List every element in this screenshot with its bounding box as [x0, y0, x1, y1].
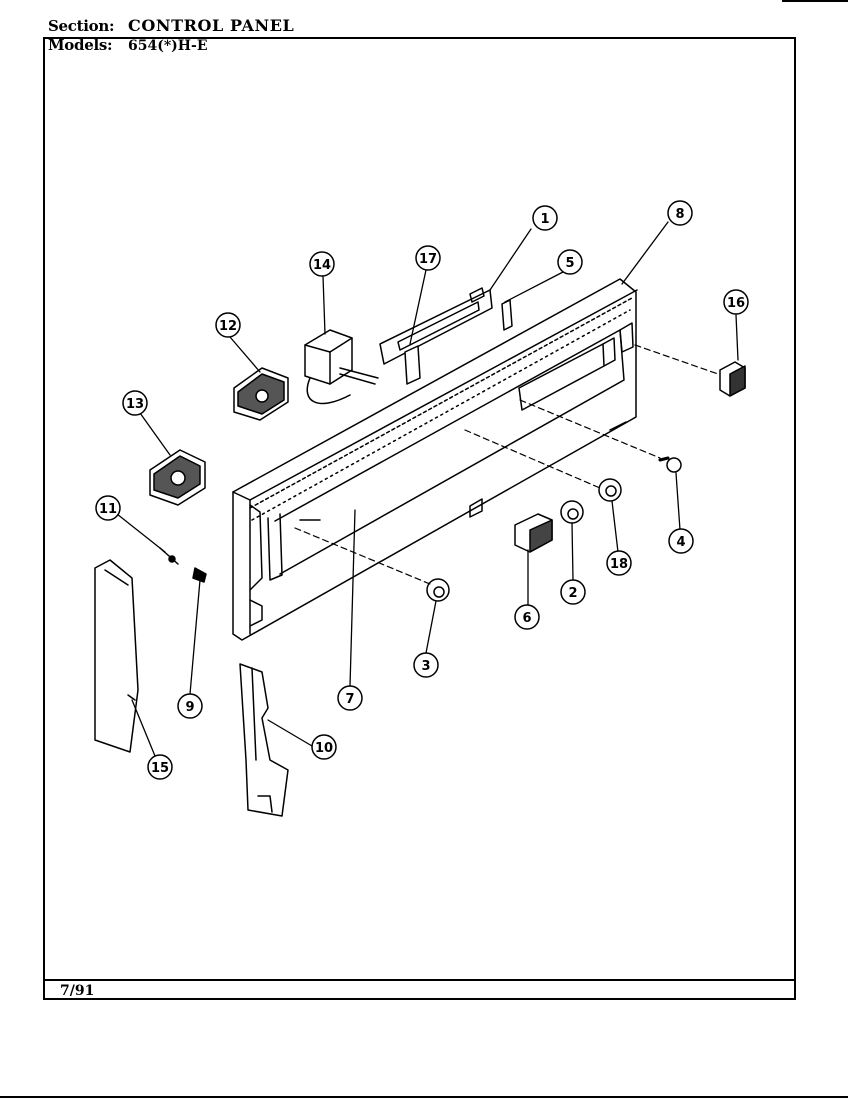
callout-5: 5: [557, 249, 583, 275]
callout-label: 10: [315, 741, 333, 756]
knob-part-2: [560, 500, 584, 524]
bottom-edge-rule: [0, 1096, 848, 1098]
callout-7: 7: [337, 685, 363, 711]
control-panel-body: [232, 278, 638, 641]
callout-label: 5: [565, 256, 574, 271]
callout-2: 2: [560, 579, 586, 605]
callout-3: 3: [413, 652, 439, 678]
callout-label: 11: [99, 502, 117, 517]
callout-label: 8: [675, 207, 684, 222]
knob-part-3: [426, 578, 450, 602]
models-value: 654(*)H-E: [128, 38, 208, 54]
section-title: CONTROL PANEL: [128, 16, 295, 35]
bracket-part-17: [379, 287, 493, 385]
knob-part-18: [598, 478, 622, 502]
top-edge-rule: [782, 0, 848, 2]
callout-label: 17: [419, 252, 437, 267]
callout-label: 1: [540, 212, 549, 227]
callout-16: 16: [723, 289, 749, 315]
callout-14: 14: [309, 251, 335, 277]
bracket-part-10: [239, 663, 289, 817]
diagram-frame: [43, 37, 796, 1000]
callout-label: 12: [219, 319, 237, 334]
callout-label: 15: [151, 761, 169, 776]
section-label: Section:: [48, 17, 115, 35]
clip-part-5: [501, 299, 513, 331]
callout-label: 18: [610, 557, 628, 572]
switch-assembly-part-14: [304, 329, 379, 405]
callout-12: 12: [215, 312, 241, 338]
leader-lines: [116, 221, 739, 757]
part-9: [192, 567, 207, 583]
callout-label: 3: [421, 659, 430, 674]
timer-part-12: [233, 367, 289, 421]
revision-date: 7/91: [60, 983, 95, 999]
callout-4: 4: [668, 528, 694, 554]
alignment-lines: [294, 344, 719, 585]
callout-label: 14: [313, 258, 331, 273]
callout-17: 17: [415, 245, 441, 271]
callout-label: 9: [185, 700, 194, 715]
indicator-part-16: [719, 361, 746, 397]
callout-label: 16: [727, 296, 745, 311]
callout-label: 7: [345, 692, 354, 707]
side-trim-part-15: [94, 559, 139, 753]
callout-1: 1: [532, 205, 558, 231]
models-label: Models:: [48, 36, 113, 54]
callout-18: 18: [606, 550, 632, 576]
callout-10: 10: [311, 734, 337, 760]
callout-13: 13: [122, 390, 148, 416]
callout-15: 15: [147, 754, 173, 780]
footer-rule: [43, 979, 796, 981]
callout-9: 9: [177, 693, 203, 719]
timer-part-13: [149, 449, 206, 506]
callout-11: 11: [95, 495, 121, 521]
callout-label: 13: [126, 397, 144, 412]
callout-label: 4: [676, 535, 685, 550]
callout-8: 8: [667, 200, 693, 226]
callout-label: 2: [568, 586, 577, 601]
callout-6: 6: [514, 604, 540, 630]
knob-part-4: [658, 456, 682, 473]
switch-part-6: [514, 513, 553, 553]
callout-label: 6: [522, 611, 531, 626]
